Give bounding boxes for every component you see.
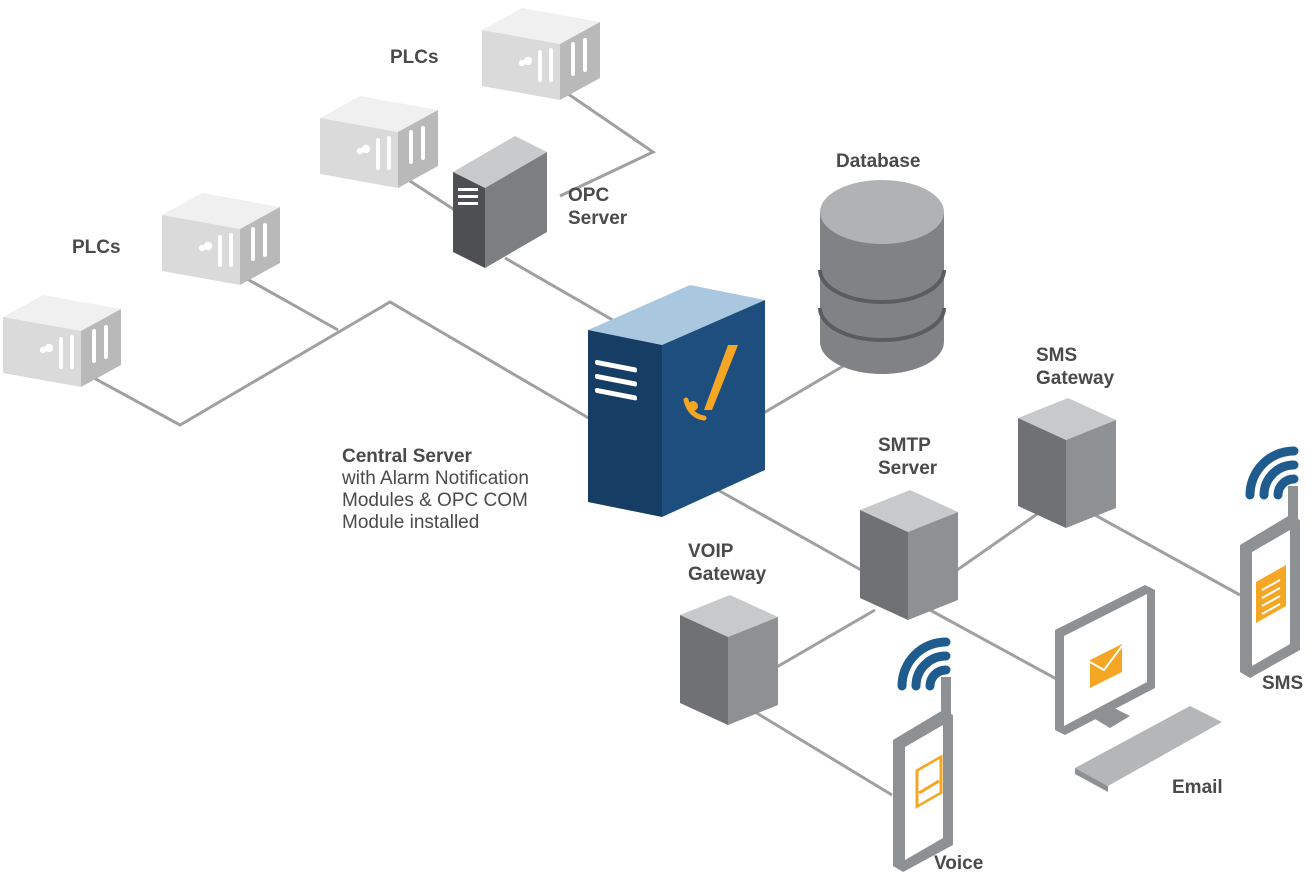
plcs-left-label: PLCs <box>72 237 121 258</box>
voip-gateway-box <box>680 595 778 725</box>
voice-wifi-icon <box>902 642 946 686</box>
sms-gateway-box <box>1018 398 1116 528</box>
line-smtp-to-sms-gateway <box>949 510 1041 577</box>
plc-unit-left-lower <box>3 295 121 387</box>
central-server-label: Central Server with Alarm Notification M… <box>342 446 529 533</box>
sms-wifi-icon <box>1250 451 1294 495</box>
central-server <box>588 285 765 517</box>
line-smtp-to-email <box>929 608 1063 684</box>
smtp-server-label: SMTP Server <box>878 435 938 479</box>
opc-server-label: OPC Server <box>568 185 628 229</box>
line-plc-top-to-opc <box>554 83 657 198</box>
email-computer <box>1055 585 1222 792</box>
alarm-exclamation-icon <box>704 345 738 410</box>
voice-label: Voice <box>934 853 984 874</box>
line-sms-gateway-to-sms <box>1094 513 1241 597</box>
email-label: Email <box>1172 777 1223 798</box>
voip-gateway-label: VOIP Gateway <box>688 541 767 585</box>
smtp-server-box <box>860 490 958 620</box>
plcs-top-label: PLCs <box>390 47 439 68</box>
sms-label: SMS <box>1262 673 1304 694</box>
connection-lines <box>69 83 1241 797</box>
sms-gateway-label: SMS Gateway <box>1036 345 1115 389</box>
line-central-to-smtp <box>699 478 871 577</box>
plc-unit-top <box>482 8 600 100</box>
line-central-to-database <box>759 363 846 417</box>
database-cylinder <box>818 180 946 374</box>
line-smtp-to-voip <box>774 608 876 670</box>
line-plc-left-upper <box>239 273 339 332</box>
line-voip-to-voice <box>754 710 893 797</box>
opc-server <box>453 136 547 268</box>
line-opc-to-central <box>504 256 631 332</box>
plc-unit-left-upper <box>162 193 280 285</box>
line-plc-left-to-central <box>69 300 593 427</box>
database-label: Database <box>836 151 921 172</box>
sms-phone <box>1240 486 1300 678</box>
plc-unit-mid <box>320 96 438 188</box>
voice-phone <box>893 677 953 872</box>
voice-handset-icon <box>915 754 943 809</box>
